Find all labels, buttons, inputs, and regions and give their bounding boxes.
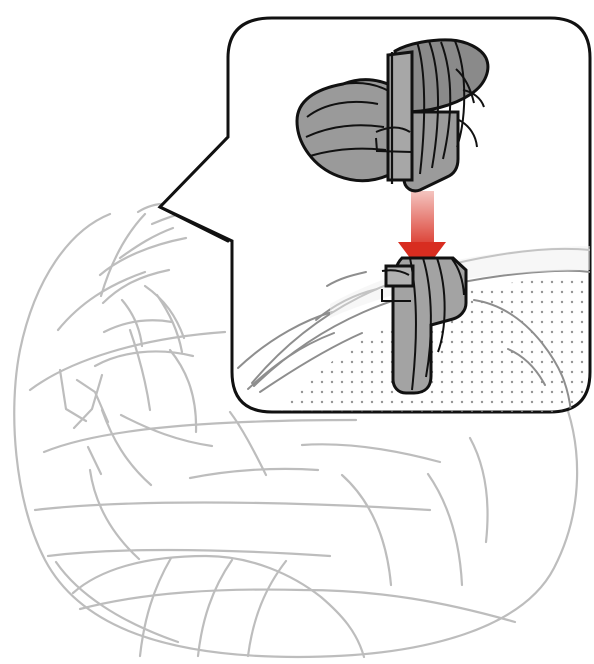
mounted-clip [381, 256, 468, 395]
mounting-clip [295, 38, 490, 193]
callout-box [157, 16, 592, 414]
